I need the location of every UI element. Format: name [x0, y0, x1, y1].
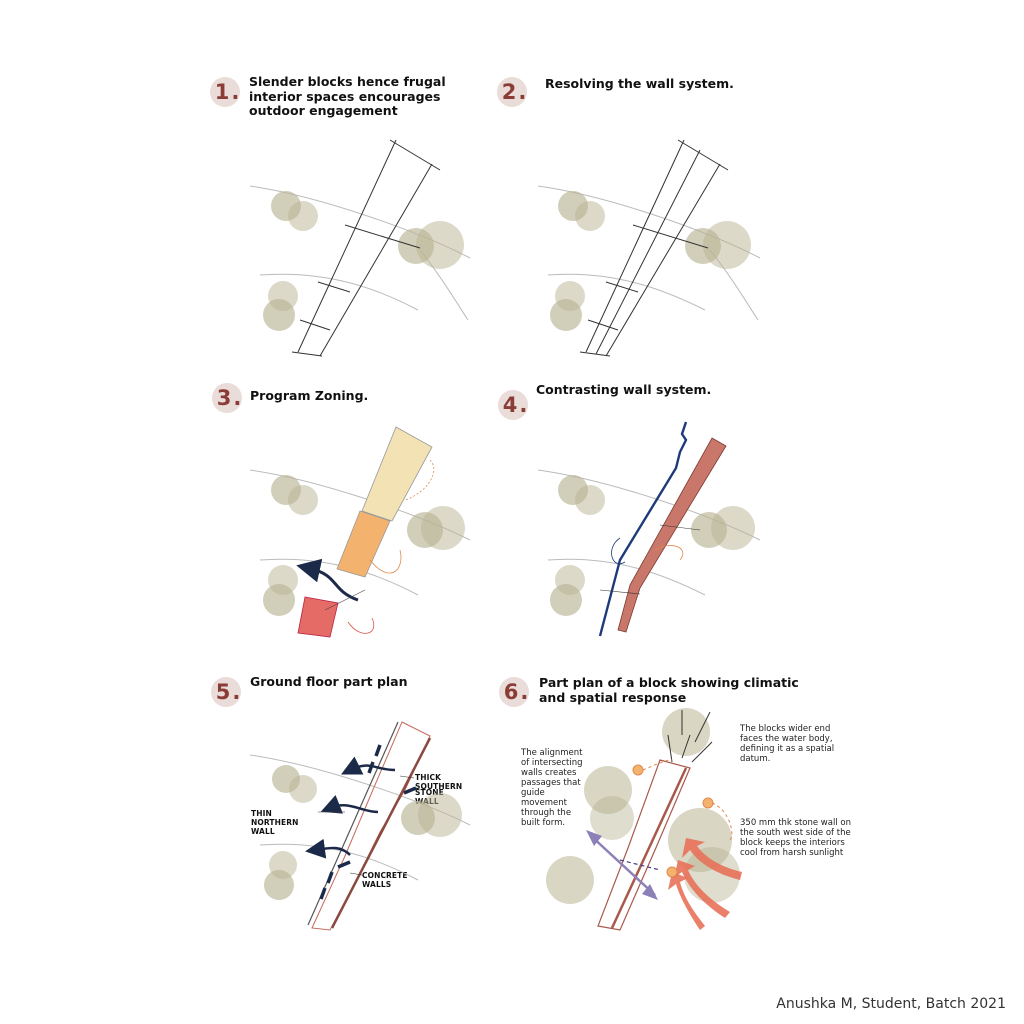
- movement-arrow: [589, 834, 656, 896]
- tree-icon: [703, 221, 751, 269]
- tree-icon: [289, 775, 317, 803]
- step-6-badge: 6.: [499, 677, 529, 707]
- sun-arrow: [668, 872, 705, 930]
- wall-grid: [291, 139, 441, 357]
- contour-line: [547, 558, 706, 596]
- part-plan-6: [546, 708, 742, 931]
- note-wider-end: The blocks wider end faces the water bod…: [740, 724, 835, 764]
- floor-plan-5: [249, 721, 471, 931]
- tree-icon: [421, 506, 465, 550]
- note-stone-wall: 350 mm thk stone wall on the south west …: [740, 818, 851, 858]
- step-1-title: Slender blocks hence frugal interior spa…: [249, 74, 446, 118]
- tree-icon: [546, 856, 594, 904]
- tree-icon: [584, 766, 632, 814]
- block-outline: [597, 759, 691, 931]
- tree-icon: [711, 506, 755, 550]
- movement-arrow: [341, 756, 396, 775]
- contour-line: [259, 843, 419, 881]
- thick-southern-wall: [330, 737, 432, 929]
- zone-orange: [336, 510, 391, 578]
- tree-icon: [264, 870, 294, 900]
- step-2-badge: 2.: [497, 77, 527, 107]
- sun-arrow: [682, 838, 742, 880]
- movement-arrow: [320, 795, 379, 814]
- wall-grid: [579, 139, 729, 357]
- step-6-title: Part plan of a block showing climatic an…: [539, 675, 799, 705]
- wind-out-arrows: [667, 710, 713, 763]
- site-plan-2: [537, 139, 761, 357]
- tree-icon: [263, 584, 295, 616]
- tree-icon: [263, 299, 295, 331]
- movement-arrow: [305, 838, 351, 859]
- tree-icon: [590, 796, 634, 840]
- label-thick-southern: THICK SOUTHERN: [415, 773, 463, 791]
- tree-icon: [416, 221, 464, 269]
- marker-dot: [702, 797, 714, 809]
- step-5-title: Ground floor part plan: [250, 674, 408, 689]
- step-2-title: Resolving the wall system.: [545, 76, 734, 91]
- tree-icon: [418, 793, 462, 837]
- marker-dot: [632, 764, 644, 776]
- site-plan-1: [249, 139, 471, 357]
- sunlight-arrows: [668, 838, 742, 930]
- contour-line: [547, 273, 706, 311]
- site-plan-4: [537, 421, 761, 637]
- zone-yellow: [361, 426, 433, 522]
- step-4-badge: 4.: [498, 390, 528, 420]
- stone-wall: [610, 767, 688, 929]
- label-concrete-walls: CONCRETE WALLS: [362, 871, 408, 889]
- zone-red: [297, 596, 339, 638]
- thick-wall-brick: [617, 437, 727, 633]
- tree-icon: [550, 299, 582, 331]
- step-3-title: Program Zoning.: [250, 388, 369, 403]
- tree-cluster: [263, 191, 464, 331]
- sun-arrow: [674, 860, 730, 918]
- marker-dot: [666, 866, 678, 878]
- tree-icon: [550, 584, 582, 616]
- tree-icon: [575, 485, 605, 515]
- tree-icon: [288, 485, 318, 515]
- tree-icon: [662, 708, 710, 756]
- contour-line: [259, 273, 419, 311]
- label-thin-northern-wall: THIN NORTHERN WALL: [251, 809, 299, 836]
- site-plan-3: [249, 426, 471, 638]
- step-1-badge: 1.: [210, 77, 240, 107]
- thin-wall-blue: [598, 421, 688, 637]
- tree-icon: [288, 201, 318, 231]
- annotation-line: [654, 545, 684, 561]
- annotation-line: [611, 537, 626, 565]
- tree-icon: [575, 201, 605, 231]
- credit-text: Anushka M, Student, Batch 2021: [776, 996, 1006, 1012]
- step-4-title: Contrasting wall system.: [536, 382, 712, 397]
- annotation-line: [347, 617, 375, 634]
- annotation-line: [369, 549, 402, 574]
- step-5-badge: 5.: [211, 677, 241, 707]
- annotation-line: [405, 459, 435, 501]
- note-wall-alignment: The alignment of intersecting walls crea…: [521, 748, 583, 828]
- step-3-badge: 3.: [212, 383, 242, 413]
